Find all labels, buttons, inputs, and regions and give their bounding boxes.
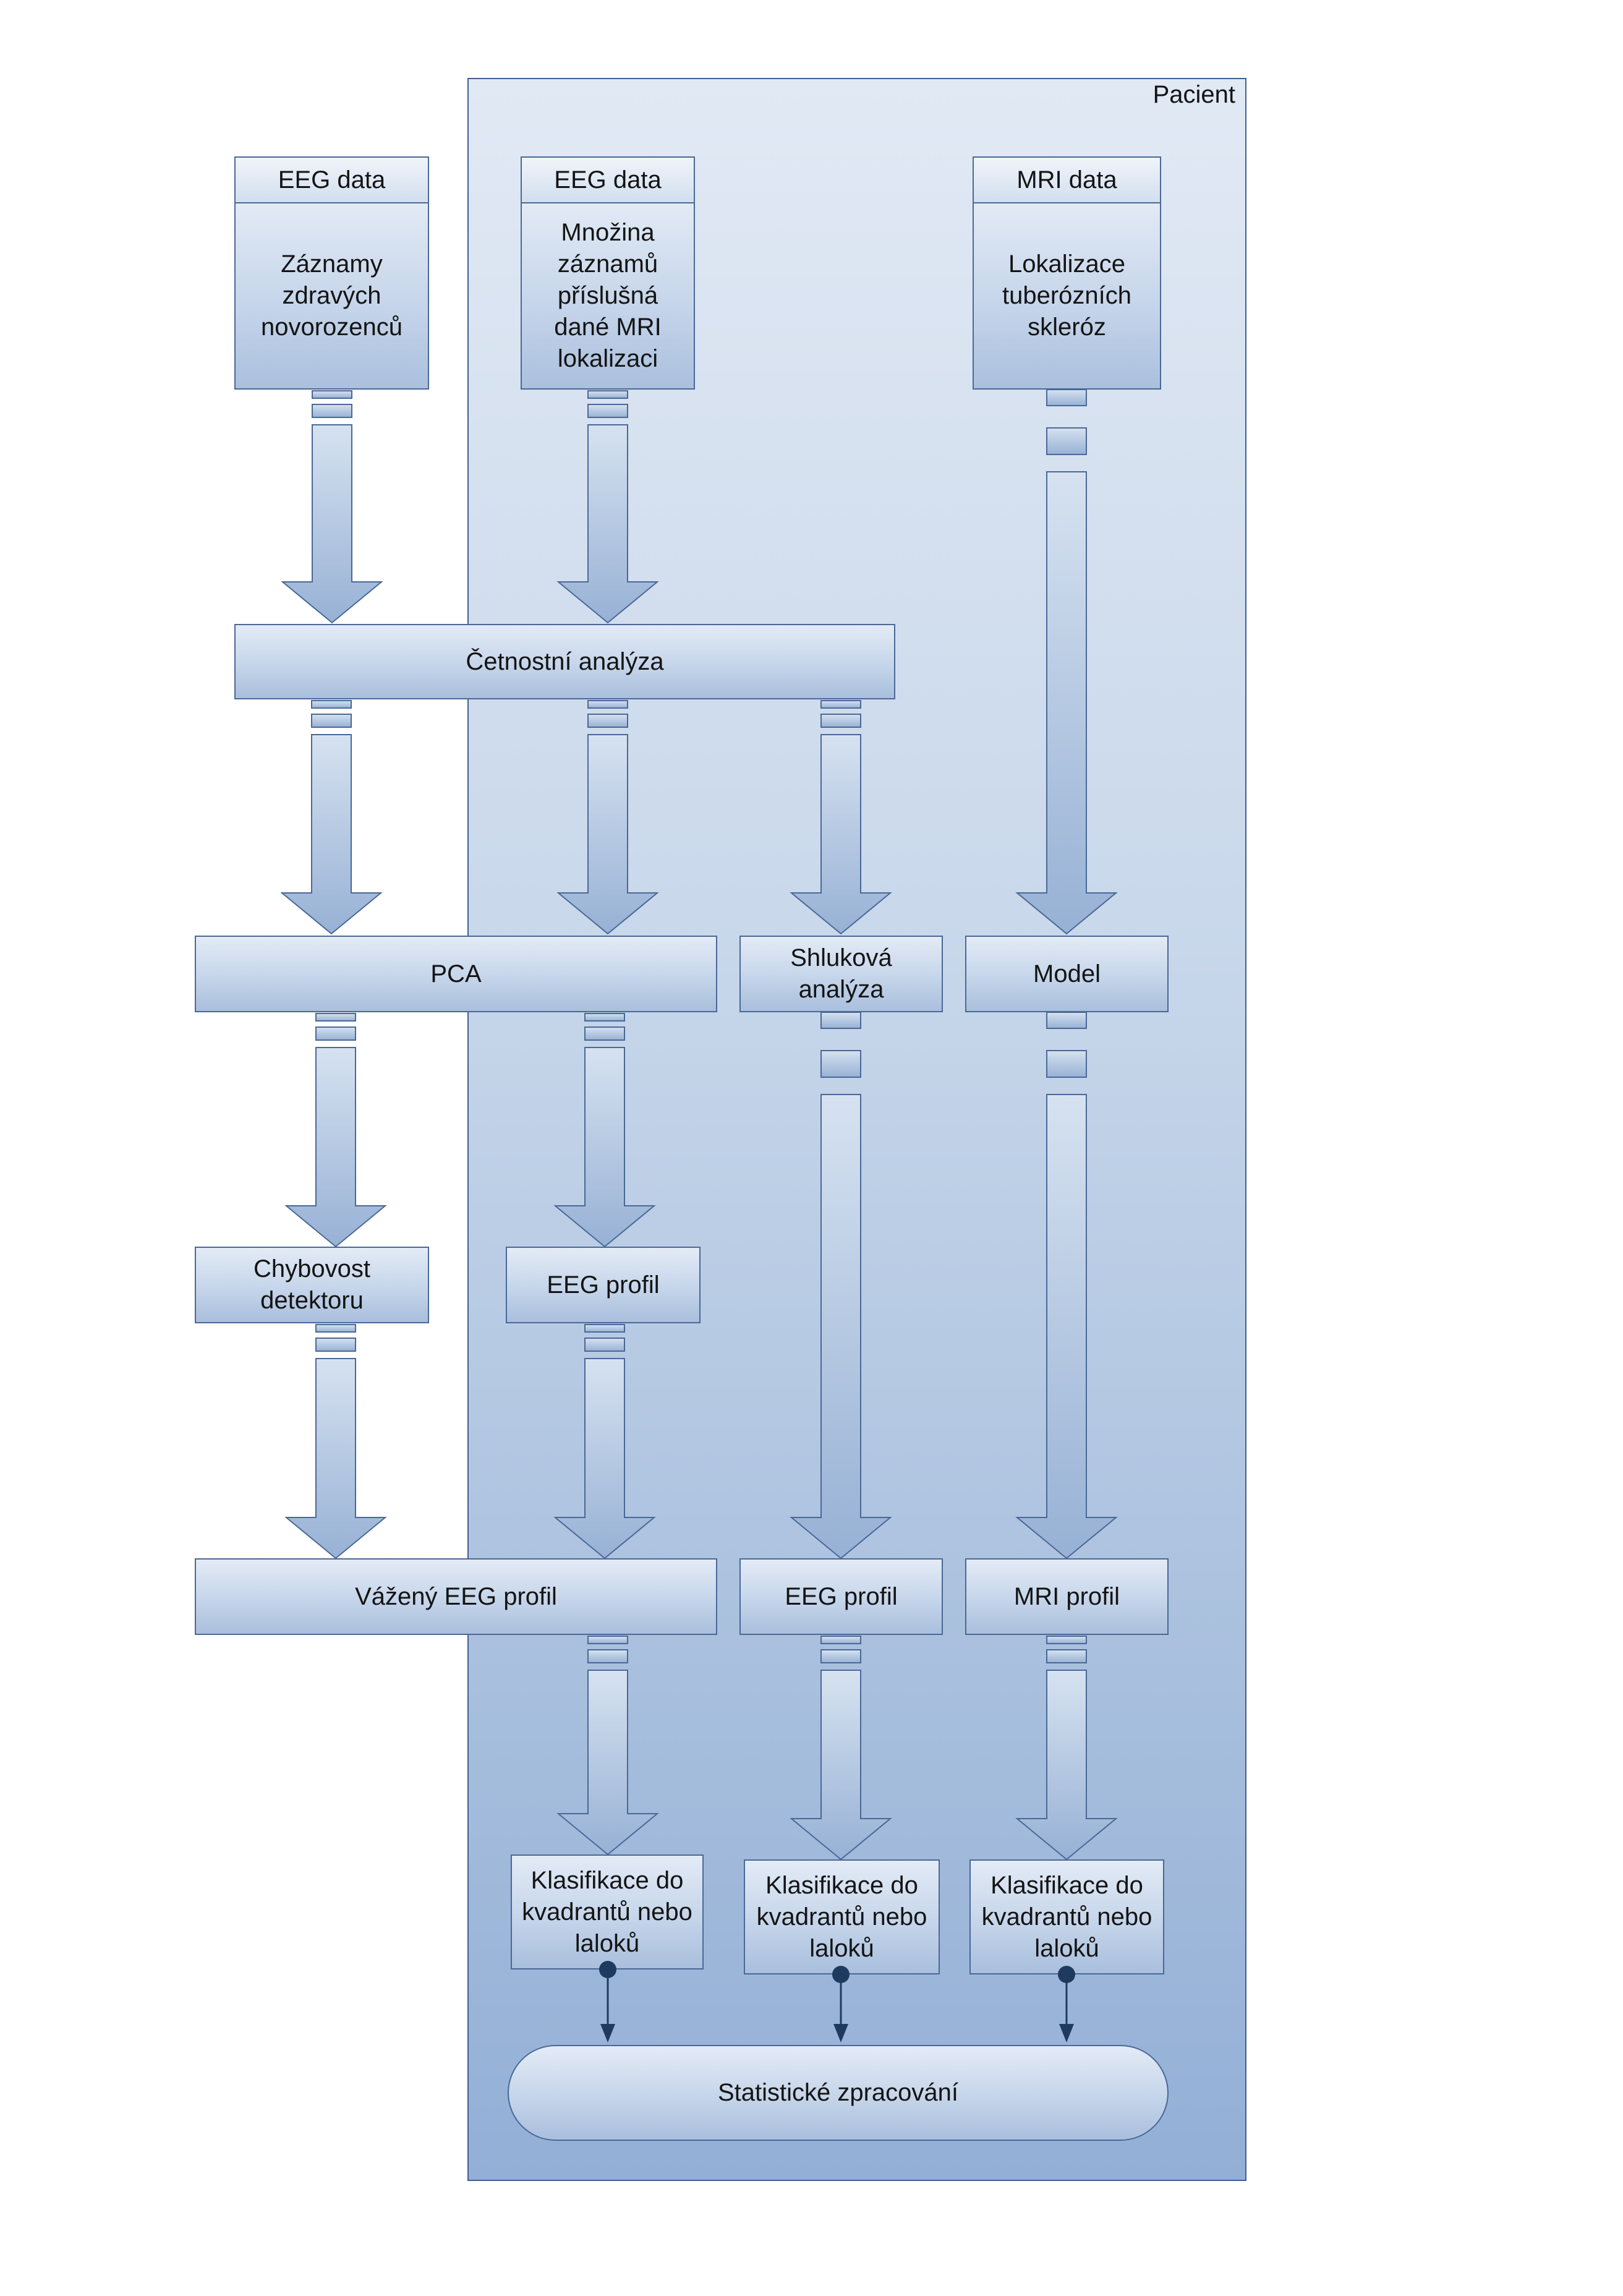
node-label: Vážený EEG profil (355, 1582, 557, 1610)
node-label: Klasifikace do kvadrantů nebo laloků (522, 1866, 692, 1957)
node-header: MRI data (974, 158, 1160, 203)
node-body: Záznamy zdravých novorozenců (236, 203, 428, 388)
node-eeg-profile-cluster: EEG profil (739, 1558, 943, 1635)
node-classification-3: Klasifikace do kvadrantů nebo laloků (969, 1859, 1164, 1974)
node-pca: PCA (195, 936, 717, 1012)
node-header: EEG data (236, 158, 428, 203)
arrow-body (281, 424, 383, 624)
node-label: Model (1033, 960, 1101, 988)
node-weighted-eeg-profile: Vážený EEG profil (195, 1558, 717, 1635)
node-eeg-data-patient: EEG data Množina záznamů příslušná dané … (521, 156, 695, 390)
node-mri-profile: MRI profil (965, 1558, 1169, 1635)
node-label: Množina záznamů příslušná dané MRI lokal… (554, 219, 662, 372)
block-arrow (280, 700, 383, 935)
arrow-body (280, 734, 383, 935)
node-label: Záznamy zdravých novorozenců (260, 250, 403, 341)
arrow-stub (311, 700, 352, 709)
node-label: Četnostní analýza (466, 647, 664, 675)
node-label: Klasifikace do kvadrantů nebo laloků (756, 1871, 927, 1962)
node-mri-data: MRI data Lokalizace tuberózních skleróz (973, 156, 1161, 390)
arrow-body (284, 1047, 387, 1248)
node-body: Množina záznamů příslušná dané MRI lokal… (522, 203, 694, 388)
patient-container-label: Pacient (1152, 81, 1235, 108)
node-label: Klasifikace do kvadrantů nebo laloků (981, 1871, 1152, 1962)
node-label: Lokalizace tuberózních skleróz (1002, 250, 1132, 341)
node-label: PCA (430, 960, 482, 988)
node-body: Lokalizace tuberózních skleróz (974, 203, 1160, 388)
node-cluster-analysis: Shluková analýza (739, 936, 943, 1012)
arrow-body (284, 1358, 387, 1560)
arrow-stub (312, 404, 352, 418)
block-arrow (284, 1013, 387, 1248)
arrow-stub (311, 714, 352, 728)
arrow-stub (315, 1338, 356, 1352)
node-statistical-processing: Statistické zpracování (508, 2045, 1169, 2141)
node-label: EEG profil (547, 1271, 660, 1299)
node-header: EEG data (522, 158, 694, 203)
arrow-stub (315, 1013, 356, 1022)
node-frequency-analysis: Četnostní analýza (234, 624, 895, 699)
node-label: MRI profil (1013, 1582, 1120, 1610)
node-detector-error: Chybovost detektoru (195, 1247, 429, 1323)
node-classification-2: Klasifikace do kvadrantů nebo laloků (744, 1859, 940, 1974)
arrow-stub (312, 390, 352, 399)
node-model: Model (965, 936, 1169, 1012)
node-label: Statistické zpracování (717, 2079, 959, 2106)
node-label: Shluková analýza (790, 944, 892, 1003)
block-arrow (281, 390, 383, 624)
node-label: EEG profil (785, 1582, 898, 1610)
block-arrow (284, 1324, 387, 1560)
node-label: Chybovost detektoru (253, 1255, 370, 1314)
node-eeg-profile: EEG profil (506, 1247, 701, 1323)
arrow-stub (315, 1026, 356, 1041)
arrow-stub (315, 1324, 356, 1333)
node-classification-1: Klasifikace do kvadrantů nebo laloků (511, 1854, 704, 1970)
node-eeg-data-healthy: EEG data Záznamy zdravých novorozenců (234, 156, 429, 390)
